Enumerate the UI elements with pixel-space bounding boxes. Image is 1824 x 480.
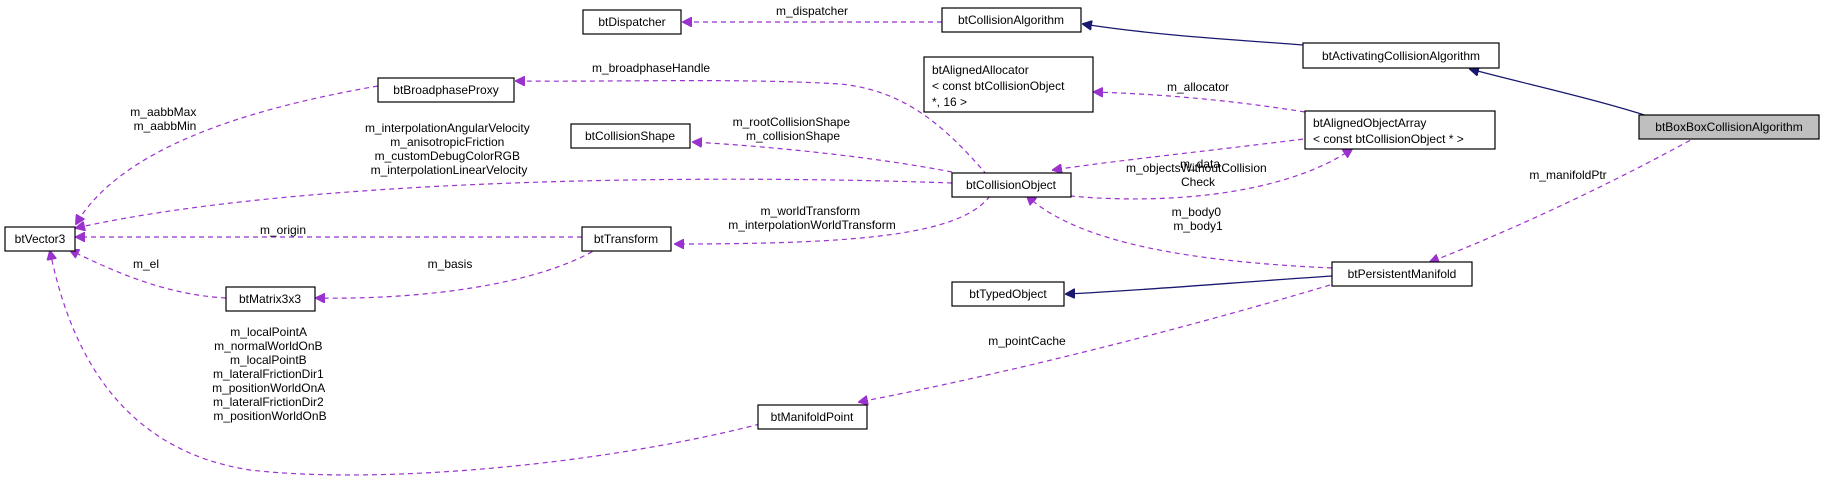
node-btTransform[interactable]: btTransform <box>581 226 672 252</box>
svg-text:btTransform: btTransform <box>594 232 658 246</box>
edge-world-transform <box>675 195 991 244</box>
svg-text:btAlignedAllocator: btAlignedAllocator <box>932 63 1029 77</box>
svg-text:btActivatingCollisionAlgorithm: btActivatingCollisionAlgorithm <box>1322 49 1480 63</box>
edge-vector-collisionobject <box>76 178 953 228</box>
node-btManifoldPoint[interactable]: btManifoldPoint <box>757 404 868 430</box>
node-btAlignedObjectArray[interactable]: btAlignedObjectArray < const btCollision… <box>1304 110 1496 150</box>
svg-text:btBoxBoxCollisionAlgorithm: btBoxBoxCollisionAlgorithm <box>1655 120 1802 134</box>
edge-label-manifold-ptr: m_manifoldPtr <box>1529 168 1606 182</box>
node-btDispatcher[interactable]: btDispatcher <box>582 9 682 35</box>
node-btCollisionAlgorithm[interactable]: btCollisionAlgorithm <box>941 7 1082 33</box>
nodes: btDispatcher btCollisionAlgorithm btActi… <box>4 7 1820 430</box>
edge-label-basis: m_basis <box>428 257 473 271</box>
node-btActivatingCollisionAlgorithm[interactable]: btActivatingCollisionAlgorithm <box>1302 42 1500 69</box>
edge-label-data: m_data <box>1180 157 1220 171</box>
edge-point-cache <box>859 284 1331 402</box>
edge-label-origin: m_origin <box>260 223 306 237</box>
svg-text:btMatrix3x3: btMatrix3x3 <box>239 292 301 306</box>
edge-label-collision-shape: m_rootCollisionShape m_collisionShape <box>733 115 854 143</box>
svg-text:< const btCollisionObject * >: < const btCollisionObject * > <box>1313 132 1464 146</box>
edge-typedobject-to-persistentmanifold <box>1066 275 1333 294</box>
edge-label-vector-broadphase: m_aabbMax m_aabbMin <box>130 105 199 133</box>
edge-manifold-ptr <box>1430 135 1699 262</box>
svg-text:btVector3: btVector3 <box>15 232 66 246</box>
edge-label-objects-without: m_objectsWithoutCollision Check <box>1126 161 1270 189</box>
svg-text:*, 16 >: *, 16 > <box>932 95 967 109</box>
node-btVector3[interactable]: btVector3 <box>4 226 76 252</box>
node-btCollisionShape[interactable]: btCollisionShape <box>570 123 691 149</box>
edge-allocator <box>1094 92 1306 113</box>
edge-label-allocator: m_allocator <box>1167 80 1229 94</box>
edges <box>50 22 1699 476</box>
svg-text:btTypedObject: btTypedObject <box>969 287 1047 301</box>
svg-text:btDispatcher: btDispatcher <box>598 15 665 29</box>
svg-text:btBroadphaseProxy: btBroadphaseProxy <box>393 83 498 97</box>
edge-label-broadphase-handle: m_broadphaseHandle <box>592 61 710 75</box>
svg-text:btPersistentManifold: btPersistentManifold <box>1348 267 1457 281</box>
edge-label-point-cache: m_pointCache <box>988 334 1066 348</box>
node-btBroadphaseProxy[interactable]: btBroadphaseProxy <box>377 77 515 103</box>
svg-text:btManifoldPoint: btManifoldPoint <box>771 410 854 424</box>
edge-vector-broadphase <box>76 85 379 224</box>
edge-bodies <box>1027 196 1333 269</box>
node-btCollisionObject[interactable]: btCollisionObject <box>951 172 1072 198</box>
svg-text:btAlignedObjectArray: btAlignedObjectArray <box>1313 116 1426 130</box>
edge-data <box>1053 137 1313 170</box>
edge-label-world-transform: m_worldTransform m_interpolationWorldTra… <box>728 204 895 232</box>
edge-label-bodies: m_body0 m_body1 <box>1172 205 1225 233</box>
node-btBoxBoxCollisionAlgorithm[interactable]: btBoxBoxCollisionAlgorithm <box>1638 114 1820 140</box>
edge-broadphase-handle <box>516 81 988 176</box>
edge-label-vector-collisionobject: m_interpolationAngularVelocity m_anisotr… <box>365 121 533 177</box>
edge-collisionalgorithm-to-activating <box>1083 24 1304 46</box>
edge-manifold-point <box>50 251 761 476</box>
edge-label-dispatcher: m_dispatcher <box>776 4 848 18</box>
edge-basis <box>316 246 601 298</box>
svg-text:btCollisionObject: btCollisionObject <box>966 178 1057 192</box>
edge-activating-to-boxbox <box>1470 69 1661 121</box>
edge-label-manifold-point: m_localPointA m_normalWorldOnB m_localPo… <box>212 325 328 423</box>
node-btPersistentManifold[interactable]: btPersistentManifold <box>1331 261 1473 287</box>
edge-label-el: m_el <box>133 257 159 271</box>
edge-collision-shape <box>693 142 953 173</box>
svg-text:btCollisionAlgorithm: btCollisionAlgorithm <box>958 13 1064 27</box>
edge-el <box>70 250 227 299</box>
edge-objects-without <box>1051 149 1352 200</box>
edge-labels: m_dispatcher m_allocator m_data m_broadp… <box>130 4 1606 423</box>
node-btAlignedAllocator[interactable]: btAlignedAllocator < const btCollisionOb… <box>923 56 1094 113</box>
svg-text:btCollisionShape: btCollisionShape <box>585 129 675 143</box>
svg-text:< const btCollisionObject: < const btCollisionObject <box>932 79 1065 93</box>
node-btMatrix3x3[interactable]: btMatrix3x3 <box>225 286 316 312</box>
node-btTypedObject[interactable]: btTypedObject <box>951 281 1065 307</box>
